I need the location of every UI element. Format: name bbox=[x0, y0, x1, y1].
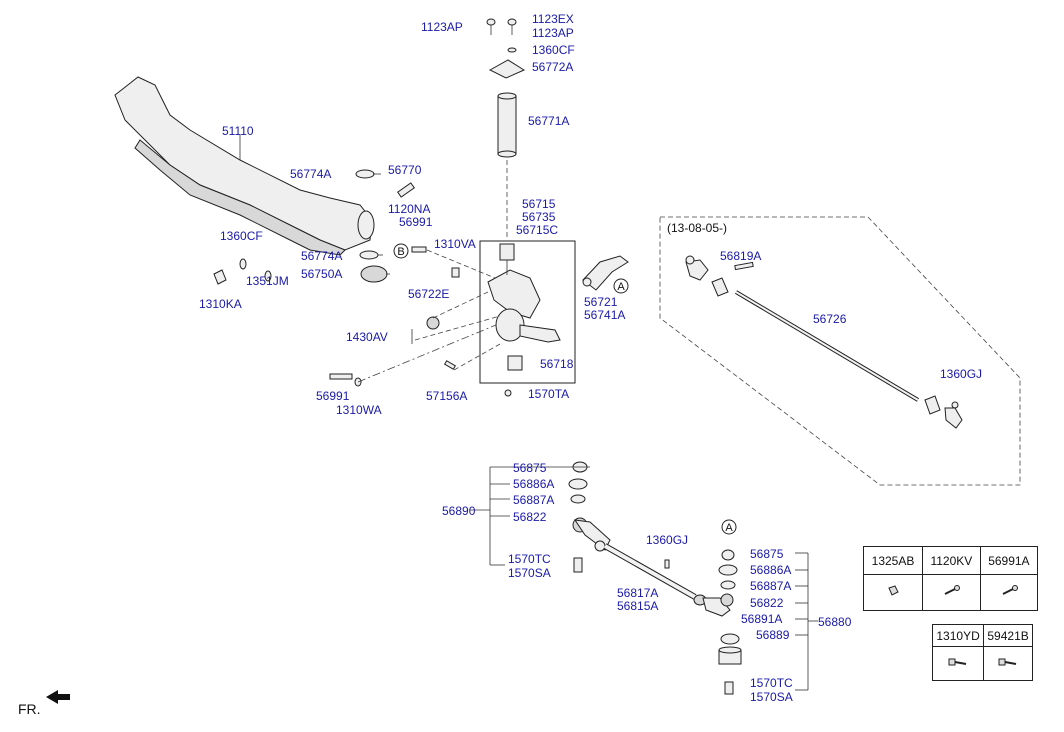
callout-a-text: A bbox=[617, 281, 625, 293]
label-56735: 56735 bbox=[522, 210, 556, 224]
table-header-cell: 1310YD bbox=[931, 624, 985, 647]
label-56991-top: 56991 bbox=[399, 215, 433, 229]
label-1351JM: 1351JM bbox=[246, 274, 289, 288]
label-1360GJ-right: 1360GJ bbox=[940, 367, 983, 381]
front-arrow-icon bbox=[46, 690, 70, 704]
label-56815A: 56815A bbox=[617, 599, 659, 613]
label-56875-a: 56875 bbox=[513, 461, 547, 475]
label-1570SA-b: 1570SA bbox=[750, 690, 793, 704]
callout-b-left: B bbox=[393, 243, 409, 259]
label-56822-a: 56822 bbox=[513, 510, 547, 524]
fastener-table-top: 1325AB 1120KV 56991A bbox=[863, 546, 1039, 611]
nut-icon bbox=[863, 574, 923, 611]
label-front: FR. bbox=[18, 701, 41, 717]
label-56774A-bot: 56774A bbox=[301, 249, 343, 263]
table-header-cell: 56991A bbox=[979, 546, 1039, 575]
knuckle-box bbox=[479, 240, 576, 384]
label-56887A-a: 56887A bbox=[513, 493, 555, 507]
label-56750A: 56750A bbox=[301, 267, 343, 281]
label-1570TC-b: 1570TC bbox=[750, 676, 793, 690]
label-1360CF-top: 1360CF bbox=[532, 43, 575, 57]
label-1123AP-b: 1123AP bbox=[532, 26, 574, 40]
label-56715C: 56715C bbox=[516, 223, 559, 237]
table-header-cell: 1325AB bbox=[863, 546, 923, 575]
drag-link-assembly bbox=[568, 461, 742, 695]
bracket-lines bbox=[470, 466, 818, 691]
tie-rod-assembly bbox=[685, 255, 963, 429]
label-1310KA: 1310KA bbox=[199, 297, 242, 311]
callout-a-knuckle: A bbox=[613, 278, 629, 294]
label-1570SA-a: 1570SA bbox=[508, 566, 551, 580]
label-1360GJ-mid: 1360GJ bbox=[646, 533, 689, 547]
label-56891A: 56891A bbox=[741, 612, 783, 626]
label-56718: 56718 bbox=[540, 357, 574, 371]
label-56991-bot: 56991 bbox=[316, 389, 350, 403]
callout-a-rod-text: A bbox=[725, 522, 733, 534]
callout-a-rod: A bbox=[721, 519, 737, 535]
dashed-leaders bbox=[357, 160, 508, 383]
label-56726: 56726 bbox=[813, 312, 847, 326]
bolt-icon bbox=[931, 646, 985, 681]
table-header-cell: 1120KV bbox=[921, 546, 981, 575]
label-57156A: 57156A bbox=[426, 389, 468, 403]
callout-b-text: B bbox=[397, 246, 404, 258]
label-56886A-b: 56886A bbox=[750, 563, 792, 577]
label-56889: 56889 bbox=[756, 628, 790, 642]
label-56875-b: 56875 bbox=[750, 547, 784, 561]
label-56771A: 56771A bbox=[528, 114, 570, 128]
label-1570TA: 1570TA bbox=[528, 387, 570, 401]
label-1310VA: 1310VA bbox=[434, 237, 476, 251]
label-1123EX: 1123EX bbox=[532, 12, 574, 26]
label-date-range: (13-08-05-) bbox=[667, 221, 728, 235]
label-56822-b: 56822 bbox=[750, 596, 784, 610]
label-1310WA: 1310WA bbox=[336, 403, 382, 417]
label-1570TC-a: 1570TC bbox=[508, 552, 551, 566]
steering-arm bbox=[582, 255, 629, 291]
label-56722E: 56722E bbox=[408, 287, 450, 301]
label-56819A: 56819A bbox=[720, 249, 762, 263]
label-56770: 56770 bbox=[388, 163, 422, 177]
label-1360CF-left: 1360CF bbox=[220, 229, 263, 243]
label-56890: 56890 bbox=[442, 504, 476, 518]
label-1123AP-a: 1123AP bbox=[421, 20, 463, 34]
label-51110: 51110 bbox=[222, 124, 254, 138]
label-56741A: 56741A bbox=[584, 308, 626, 322]
axle-beam bbox=[114, 76, 375, 256]
kingpin-assembly bbox=[486, 18, 526, 397]
label-56774A-top: 56774A bbox=[290, 167, 332, 181]
label-56886A-a: 56886A bbox=[513, 477, 555, 491]
label-56880: 56880 bbox=[818, 615, 852, 629]
tie-rod-dashed-box bbox=[659, 216, 1021, 486]
bolt-icon bbox=[921, 574, 981, 611]
bolt-icon bbox=[983, 646, 1033, 681]
label-56721: 56721 bbox=[584, 295, 618, 309]
label-56715: 56715 bbox=[522, 197, 556, 211]
label-1430AV: 1430AV bbox=[346, 330, 388, 344]
label-56887A-b: 56887A bbox=[750, 579, 792, 593]
bolt-icon bbox=[979, 574, 1039, 611]
table-header-cell: 59421B bbox=[983, 624, 1033, 647]
small-parts-left bbox=[213, 169, 460, 387]
label-56772A: 56772A bbox=[532, 60, 574, 74]
label-56817A: 56817A bbox=[617, 586, 659, 600]
label-1120NA: 1120NA bbox=[388, 202, 431, 216]
fastener-table-bottom: 1310YD 59421B bbox=[931, 624, 1033, 681]
